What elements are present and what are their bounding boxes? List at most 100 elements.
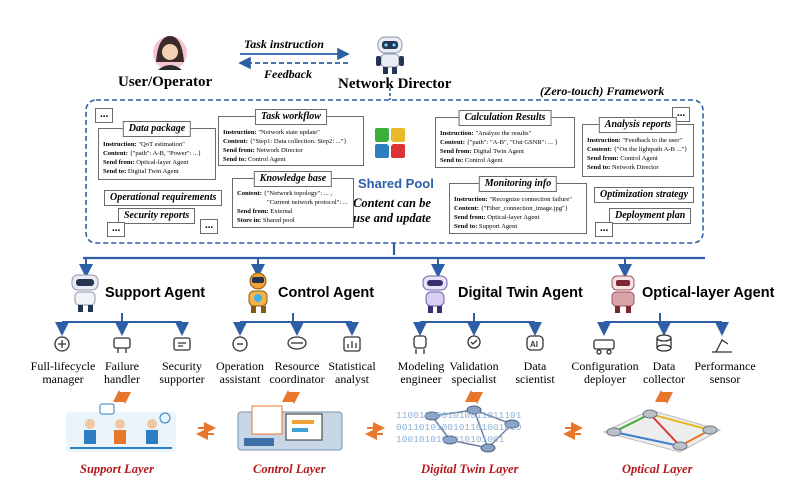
card-value: Digital Twin Agent — [127, 168, 179, 175]
role-line: analyst — [335, 372, 369, 386]
data-package-title: Data package — [122, 121, 192, 137]
performance-sensor-icon — [712, 339, 732, 353]
control-agent-label: Control Agent — [278, 285, 375, 301]
task-workflow-card: Task workflow Instruction: "Network stat… — [218, 109, 364, 166]
ellipsis-box: ... — [200, 219, 219, 234]
role-line: Performance — [694, 359, 756, 373]
security-supporter-icon — [173, 337, 191, 351]
field-label: Instruction: — [440, 130, 474, 137]
network-director-robot-icon — [376, 36, 404, 74]
field-label: Send from: — [237, 208, 269, 215]
card-value: {"Network topology": ... , — [263, 190, 333, 197]
shared-pool-subtitle-line2: use and update — [353, 211, 431, 225]
field-label: Send to: — [440, 157, 464, 164]
role-line: coordinator — [269, 372, 325, 386]
field-label: Send from: — [103, 159, 135, 166]
support-agent-robot-icon — [71, 274, 99, 312]
field-label: Send from: — [454, 214, 486, 221]
digital-twin-network-illustration — [424, 405, 520, 453]
role-line: Data — [652, 359, 676, 373]
card-value: {"Fiber_connection_image.jpg"} — [480, 205, 568, 212]
data-package-card: Data package Instruction: "QoT estimatio… — [98, 121, 216, 180]
failure-handler-icon — [113, 337, 131, 353]
control-layer-illustration — [237, 405, 343, 451]
optical-layer-agent-label: Optical-layer Agent — [642, 285, 775, 301]
binary-line: 0011010100101101001010 — [396, 422, 522, 433]
data-collector-icon — [656, 334, 672, 352]
analysis-reports-title: Analysis reports — [598, 117, 678, 133]
role-line: Security — [162, 359, 202, 373]
security-reports-tag: Security reports — [118, 208, 196, 224]
field-label: Content: — [103, 150, 128, 157]
field-label: Content: — [587, 146, 612, 153]
binary-line: 1001010101010101001 — [396, 434, 505, 445]
role-line: deployer — [584, 372, 626, 386]
card-value: Control Agent — [620, 155, 658, 162]
calculation-results-card: Calculation Results Instruction: "Analyz… — [435, 110, 575, 168]
card-value: External — [270, 208, 293, 215]
role-line: Resource — [274, 359, 320, 373]
shared-pool-puzzle-icon — [375, 128, 405, 158]
support-layer-label: Support Layer — [80, 462, 154, 476]
ellipsis-box: ... — [95, 108, 114, 123]
card-value: Network Director — [256, 147, 303, 154]
digital-twin-agent-label: Digital Twin Agent — [458, 285, 583, 301]
role-line: Operation — [216, 359, 264, 373]
card-value: Digital Twin Agent — [473, 148, 524, 155]
binary-line: 1100101001010011011101 — [396, 410, 522, 421]
knowledge-base-title: Knowledge base — [253, 171, 333, 187]
role-line: collector — [643, 372, 685, 386]
field-label: Content: — [237, 190, 262, 197]
shared-pool-subtitle-line1: Content can be — [353, 196, 431, 210]
card-value: {"path": "A-B", "Out GSNR": ... } — [466, 139, 558, 146]
full-lifecycle-manager-icon — [54, 336, 70, 352]
role-line: Full-lifecycle — [30, 359, 96, 373]
control-layer-label: Control Layer — [253, 462, 326, 476]
digital-twin-agent-robot-icon — [422, 275, 448, 313]
support-agent-label: Support Agent — [105, 285, 206, 301]
shared-pool-subtitle: Content can be use and update — [352, 196, 432, 226]
role-line: Validation — [449, 359, 499, 373]
knowledge-base-card: Knowledge base Content: {"Network topolo… — [232, 171, 354, 228]
role-line: Data — [523, 359, 547, 373]
role-icons: AI — [54, 334, 732, 355]
task-workflow-title: Task workflow — [255, 109, 327, 125]
role-line: handler — [104, 372, 140, 386]
resource-coordinator-icon — [287, 336, 307, 350]
card-value: "Recognize connection failure" — [489, 196, 573, 203]
card-value: "QoT estimation" — [138, 141, 185, 148]
modeling-engineer-icon — [413, 335, 427, 354]
binary-stream: 1100101001010011011101 00110101001011010… — [396, 410, 521, 446]
network-director-label: Network Director — [338, 76, 452, 92]
role-line: specialist — [451, 372, 497, 386]
role-line: Configuration — [571, 359, 639, 373]
field-label: Send to: — [587, 164, 611, 171]
field-label: Send to: — [454, 223, 478, 230]
ellipsis-box: ... — [595, 222, 614, 237]
field-label: Instruction: — [454, 196, 488, 203]
field-label: Instruction: — [587, 137, 621, 144]
shared-pool-title: Shared Pool — [358, 176, 434, 191]
card-value: "Feedback to the user" — [622, 137, 683, 144]
field-label: Instruction: — [103, 141, 137, 148]
card-value: Support Agent — [478, 223, 518, 230]
task-instruction-label: Task instruction — [244, 37, 324, 51]
card-value: "Network state update" — [258, 129, 320, 136]
card-value: "Analyze the results" — [475, 130, 532, 137]
operational-requirements-tag: Operational requirements — [104, 190, 223, 206]
field-label: Store in: — [237, 217, 262, 224]
support-layer-illustration — [66, 403, 176, 452]
card-value: Network Director — [611, 164, 659, 171]
analysis-reports-card: Analysis reports Instruction: "Feedback … — [582, 117, 694, 177]
card-value: Control Agent — [464, 157, 503, 164]
